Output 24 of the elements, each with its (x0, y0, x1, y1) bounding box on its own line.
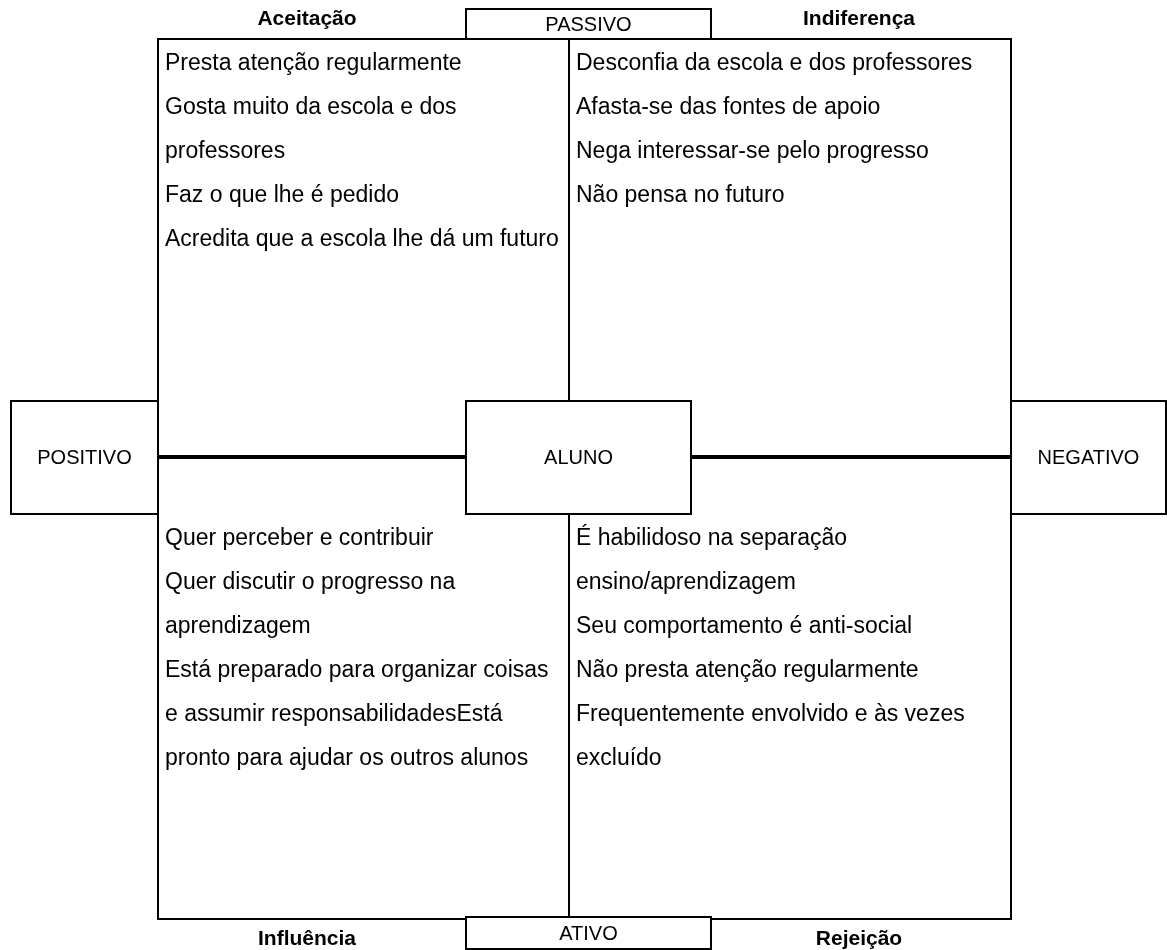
trait-text: Frequentemente envolvido e às vezes excluído (576, 699, 966, 772)
trait-text: Desconfia da escola e dos professores (576, 48, 974, 77)
axis-label-box: ATIVO (465, 916, 712, 950)
trait-text: Não presta atenção regularmente (576, 655, 920, 684)
trait-text: Gosta muito da escola e dos professores (165, 92, 458, 165)
trait-text: Acredita que a escola lhe dá um futuro (165, 224, 560, 253)
center-box: ALUNO (465, 400, 692, 515)
quadrant-heading: Aceitação (256, 6, 358, 30)
trait-text: Está preparado para organizar coisas e assumir responsabilidadesEstá pronto para ajudar os outros alunos (165, 655, 550, 772)
axis-label-box: NEGATIVO (1010, 400, 1167, 515)
trait-text: Afasta-se das fontes de apoio (576, 92, 882, 121)
trait-text: Nega interessar-se pelo progresso (576, 136, 930, 165)
trait-text: Quer perceber e contribuir (165, 523, 435, 552)
trait-text: Presta atenção regularmente (165, 48, 463, 77)
quadrant-heading: Influência (257, 926, 357, 950)
trait-text: Não pensa no futuro (576, 180, 786, 209)
trait-text: É habilidoso na separação ensino/aprendizagem (576, 523, 849, 596)
trait-text: Quer discutir o progresso na aprendizagem (165, 567, 457, 640)
trait-text: Seu comportamento é anti-social (576, 611, 914, 640)
axis-label-box: PASSIVO (465, 8, 712, 40)
quadrant-heading: Rejeição (814, 926, 904, 950)
axis-label-box: POSITIVO (10, 400, 159, 515)
trait-text: Faz o que lhe é pedido (165, 180, 400, 209)
quadrant-heading: Indiferença (801, 6, 916, 30)
